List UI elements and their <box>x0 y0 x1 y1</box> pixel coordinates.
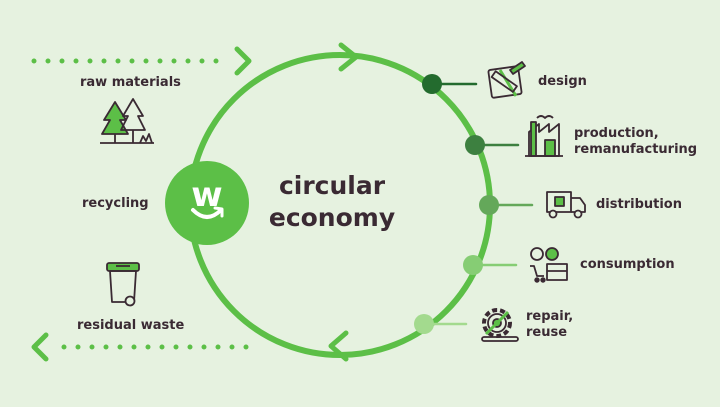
stage-dot-repair <box>414 314 434 334</box>
label-remanufacturing: remanufacturing <box>574 142 698 157</box>
label-reuse: reuse <box>526 325 568 340</box>
label-repair: repair, <box>526 309 574 324</box>
delivery-truck-icon <box>546 191 586 219</box>
center-title-line2: economy <box>268 203 396 232</box>
label-production: production, <box>574 126 659 141</box>
stage-connectors <box>422 82 534 326</box>
stage-dot-design <box>422 74 442 94</box>
stage-dot-distribution <box>479 195 499 215</box>
center-title-line1: circular <box>278 171 386 200</box>
label-design: design <box>538 74 587 89</box>
label-consumption: consumption <box>580 257 675 272</box>
trash-bin-icon <box>106 262 140 307</box>
shopping-cart-icon <box>530 247 568 283</box>
center-title: circular economy <box>262 170 402 234</box>
stage-dot-consumption <box>463 255 483 275</box>
stage-dot-production <box>465 135 485 155</box>
label-raw-materials: raw materials <box>80 75 181 90</box>
label-distribution: distribution <box>596 197 682 212</box>
trees-icon <box>100 98 154 144</box>
inflow-dotted-arrow <box>31 46 252 76</box>
label-recycling: recycling <box>82 196 149 211</box>
outflow-dotted-arrow <box>31 332 253 362</box>
logo-badge: w <box>165 161 249 245</box>
factory-icon <box>525 115 563 157</box>
label-residual-waste: residual waste <box>77 318 185 333</box>
ring-arrow-top <box>338 42 359 72</box>
gear-wrench-icon <box>481 308 519 342</box>
design-tools-icon <box>487 61 526 99</box>
ring-arrow-bottom <box>328 330 349 362</box>
